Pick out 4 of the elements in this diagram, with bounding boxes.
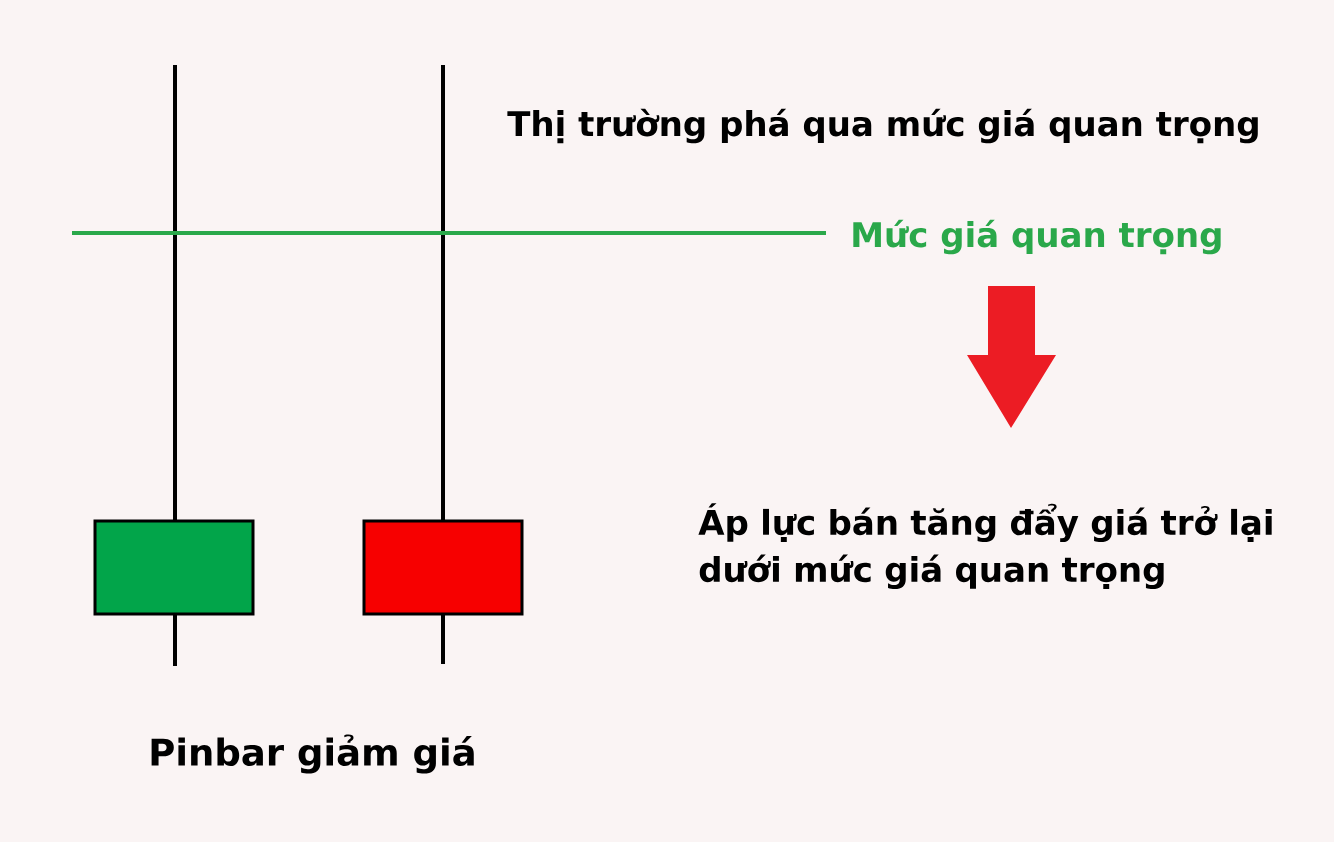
- price-level-label: Mức giá quan trọng: [853, 219, 1221, 255]
- annotation-text: Thị trường phá qua mức giá quan trọng: [507, 108, 1258, 144]
- caption-text: Pinbar giảm giá: [151, 734, 474, 774]
- annotation-text: Áp lực bán tăng đẩy giá trở lại dưới mức giá quan trọng: [698, 503, 1272, 590]
